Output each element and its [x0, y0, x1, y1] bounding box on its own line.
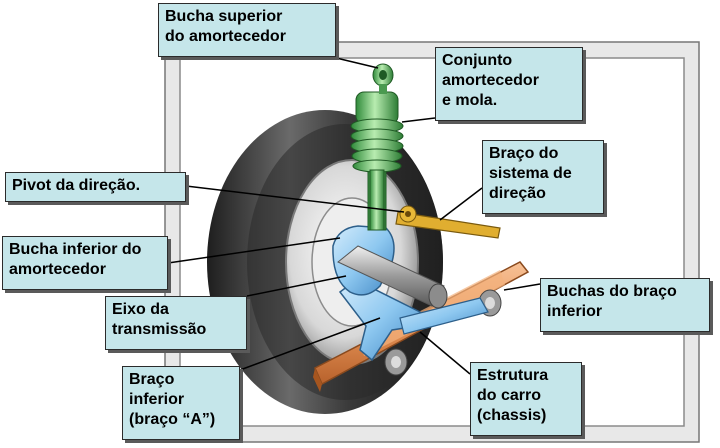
leader-lines — [167, 33, 541, 375]
strut-graphic — [350, 63, 404, 231]
steering-arm-graphic — [395, 205, 501, 239]
label-bucha-inferior: Bucha inferior do amortecedor — [2, 236, 168, 290]
label-line: amortecedor — [9, 261, 106, 278]
label-conjunto-amortecedor: Conjunto amortecedor e mola. — [435, 47, 583, 121]
label-line: inferior — [129, 391, 185, 408]
label-buchas-braco: Buchas do braço inferior — [540, 278, 710, 332]
label-pivot: Pivot da direção. — [5, 172, 186, 202]
label-line: Eixo da — [112, 301, 169, 318]
label-line: (braço “A”) — [129, 411, 216, 428]
drive-shaft-graphic — [337, 245, 448, 309]
label-line: Buchas do braço — [547, 283, 677, 300]
label-line: Bucha superior — [165, 8, 283, 25]
label-estrutura: Estrutura do carro (chassis) — [470, 362, 582, 436]
label-line: Bucha inferior do — [9, 241, 142, 258]
label-line: (chassis) — [477, 407, 547, 424]
label-line: do carro — [477, 387, 542, 404]
label-line: inferior — [547, 303, 603, 320]
label-line: direção — [489, 185, 546, 202]
label-line: sistema de — [489, 165, 572, 182]
label-line: Braço — [129, 371, 175, 388]
label-line: transmissão — [112, 321, 207, 338]
label-line: Conjunto — [442, 52, 513, 69]
a-arm-graphic — [338, 279, 489, 362]
label-line: e mola. — [442, 92, 498, 109]
label-line: amortecedor — [442, 72, 539, 89]
label-braco-sistema: Braço do sistema de direção — [482, 140, 604, 214]
label-line: Estrutura — [477, 367, 549, 384]
label-bucha-superior: Bucha superior do amortecedor — [158, 3, 336, 57]
label-line: do amortecedor — [165, 28, 286, 45]
label-line: Pivot da direção. — [12, 177, 141, 194]
label-eixo-transmissao: Eixo da transmissão — [105, 296, 247, 350]
label-braco-inferior: Braço inferior (braço “A”) — [122, 366, 240, 440]
label-line: Braço do — [489, 145, 559, 162]
